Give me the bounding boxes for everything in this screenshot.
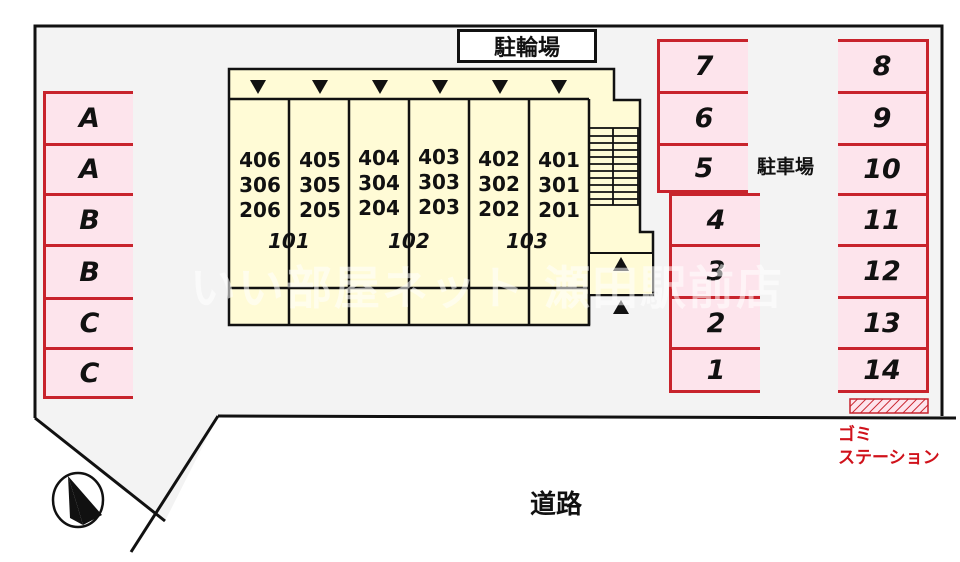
parking-slot-13: 13 [838,296,929,347]
unit-column-3: 404 304 204 [350,146,408,221]
parking-slot-5: 5 [657,143,748,193]
garbage-station-line1: ゴミ [838,425,872,445]
lot-boundary [33,24,944,418]
stair-entrance-arrow-icon [613,257,629,271]
unit-number: 302 [478,172,520,196]
road-edge-diagonal [129,415,220,553]
bicycle-parking-label: 駐輪場 [457,29,597,63]
unit-number: 205 [299,198,341,222]
garbage-station-label: ゴミ ステーション [838,424,940,470]
entrance-arrow-icon [551,80,567,94]
parking-slot-b2: B [43,244,133,297]
entrance-arrow-icon [492,80,508,94]
unit-102: 102 [388,229,430,253]
entrance-arrow-icon [250,80,266,94]
unit-number: 204 [358,196,400,220]
unit-number: 306 [239,173,281,197]
parking-slot-11: 11 [838,193,929,244]
parking-slot-c1: C [43,297,133,347]
unit-number: 206 [239,198,281,222]
parking-slot-4: 4 [669,193,760,244]
parking-slot-a1: A [43,91,133,143]
unit-number: 301 [538,173,580,197]
unit-number: 404 [358,146,400,170]
unit-103: 103 [506,229,548,253]
parking-slot-a2: A [43,143,133,193]
parking-slot-14: 14 [838,347,929,393]
parking-slot-1: 1 [669,347,760,393]
unit-column-1: 406 306 206 [231,148,289,223]
unit-column-6: 401 301 201 [530,148,588,223]
parking-slot-12: 12 [838,244,929,296]
parking-slot-8: 8 [838,39,929,91]
unit-number: 401 [538,148,580,172]
parking-slot-6: 6 [657,91,748,143]
unit-number: 304 [358,171,400,195]
unit-number: 303 [418,170,460,194]
entrance-arrow-icon [432,80,448,94]
garbage-station-area [849,398,929,414]
unit-column-2: 405 305 205 [291,148,349,223]
building-entrance-arrow-icon [613,300,629,314]
road-edge-line [217,414,957,420]
unit-number: 203 [418,195,460,219]
entrance-arrow-icon [372,80,388,94]
parking-slot-c2: C [43,347,133,399]
unit-column-4: 403 303 203 [410,145,468,220]
staircase [588,127,639,206]
unit-101: 101 [268,229,310,253]
entrance-arrow-icon [312,80,328,94]
unit-number: 403 [418,145,460,169]
parking-slot-9: 9 [838,91,929,143]
parking-slot-3: 3 [669,244,760,296]
unit-number: 201 [538,198,580,222]
compass-icon [51,471,105,529]
lot-boundary-sw [34,416,166,523]
unit-number: 405 [299,148,341,172]
unit-column-5: 402 302 202 [470,147,528,222]
unit-number: 305 [299,173,341,197]
parking-slot-7: 7 [657,39,748,91]
car-parking-label: 駐車場 [757,156,815,178]
parking-slot-b1: B [43,193,133,244]
unit-number: 202 [478,197,520,221]
unit-number: 402 [478,147,520,171]
unit-number: 406 [239,148,281,172]
parking-slot-2: 2 [669,296,760,347]
road-label: 道路 [530,490,583,520]
garbage-station-line2: ステーション [838,448,940,468]
parking-slot-10: 10 [838,143,929,193]
